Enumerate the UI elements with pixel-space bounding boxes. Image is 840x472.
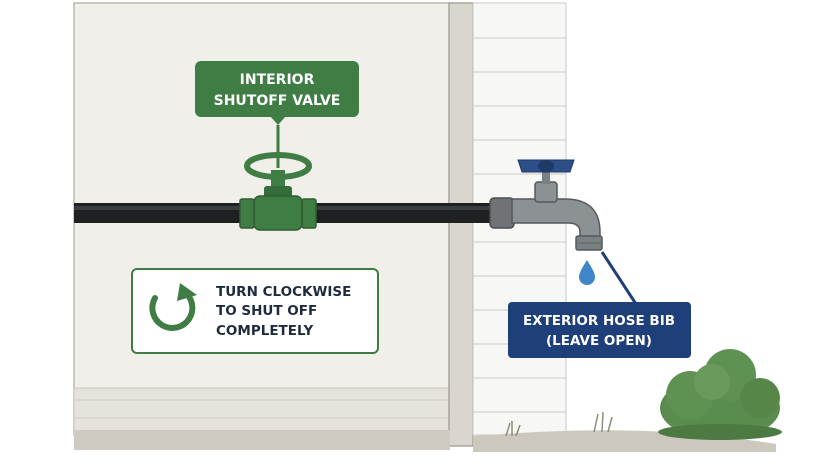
turn-line1: TURN CLOCKWISE	[216, 284, 351, 300]
floor	[74, 430, 450, 450]
turn-instruction-box: TURN CLOCKWISE TO SHUT OFF COMPLETELY	[131, 268, 379, 354]
clockwise-arrow-icon	[149, 283, 197, 331]
bib-label: EXTERIOR HOSE BIB (LEAVE OPEN)	[508, 302, 691, 358]
hose-bib-icon	[489, 159, 603, 251]
gate-valve-icon	[239, 125, 317, 231]
turn-line3: COMPLETELY	[216, 323, 313, 339]
bib-label-line2: (LEAVE OPEN)	[546, 333, 652, 349]
wall-post	[448, 2, 474, 447]
water-drop-icon	[579, 260, 595, 285]
grass-tufts	[505, 411, 613, 437]
baseboard	[73, 387, 451, 436]
valve-label-line2: SHUTOFF VALVE	[214, 93, 341, 109]
shrub-icon	[658, 349, 782, 440]
valve-label-line1: INTERIOR	[240, 72, 315, 88]
valve-label: INTERIOR SHUTOFF VALVE	[195, 61, 359, 125]
bib-pointer	[600, 251, 638, 305]
turn-line2: TO SHUT OFF	[216, 303, 317, 319]
bib-label-line1: EXTERIOR HOSE BIB	[523, 313, 675, 329]
